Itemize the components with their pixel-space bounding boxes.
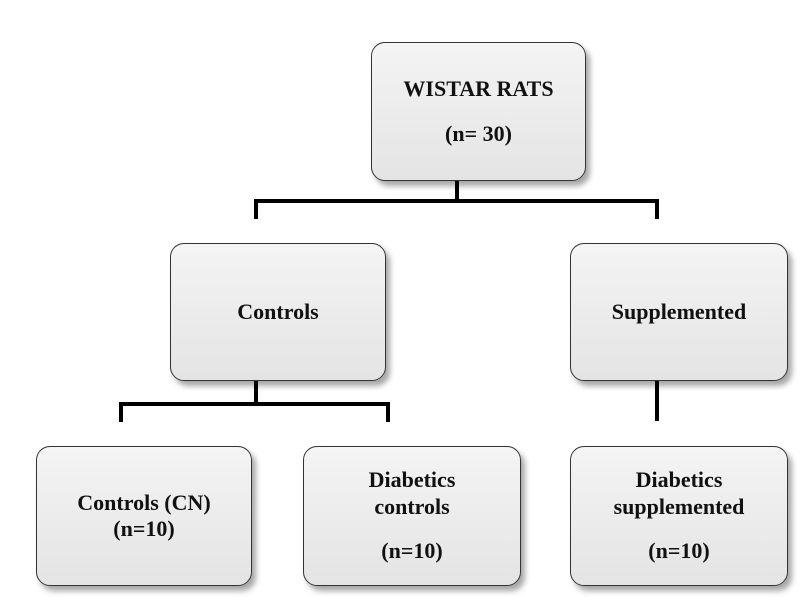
diabetics-controls-label-1: Diabetics xyxy=(368,467,456,493)
controls-cn-count: (n=10) xyxy=(113,516,175,541)
controls-cn-label: Controls (CN) xyxy=(77,489,211,515)
root-count: (n= 30) xyxy=(445,120,512,146)
root-node-wistar-rats: WISTAR RATS (n= 30) xyxy=(371,42,586,181)
supplemented-label: Supplemented xyxy=(611,298,747,324)
diabetics-controls-count: (n=10) xyxy=(381,538,443,564)
diabetics-controls-node: Diabetics controls (n=10) xyxy=(303,446,521,586)
root-title: WISTAR RATS xyxy=(403,76,554,102)
diabetics-controls-label-2: controls xyxy=(374,493,450,519)
connector-root-bracket xyxy=(254,199,659,219)
controls-node: Controls xyxy=(170,243,386,381)
diabetics-supplemented-node: Diabetics supplemented (n=10) xyxy=(570,446,788,586)
controls-cn-node: Controls (CN) (n=10) xyxy=(36,446,252,586)
diabetics-supplemented-label-2: supplemented xyxy=(613,493,745,519)
diabetics-supplemented-label-1: Diabetics xyxy=(635,467,723,493)
supplemented-node: Supplemented xyxy=(570,243,788,381)
diabetics-supplemented-count: (n=10) xyxy=(648,538,710,564)
controls-label: Controls xyxy=(237,298,319,324)
connector-controls-bracket xyxy=(119,402,390,422)
